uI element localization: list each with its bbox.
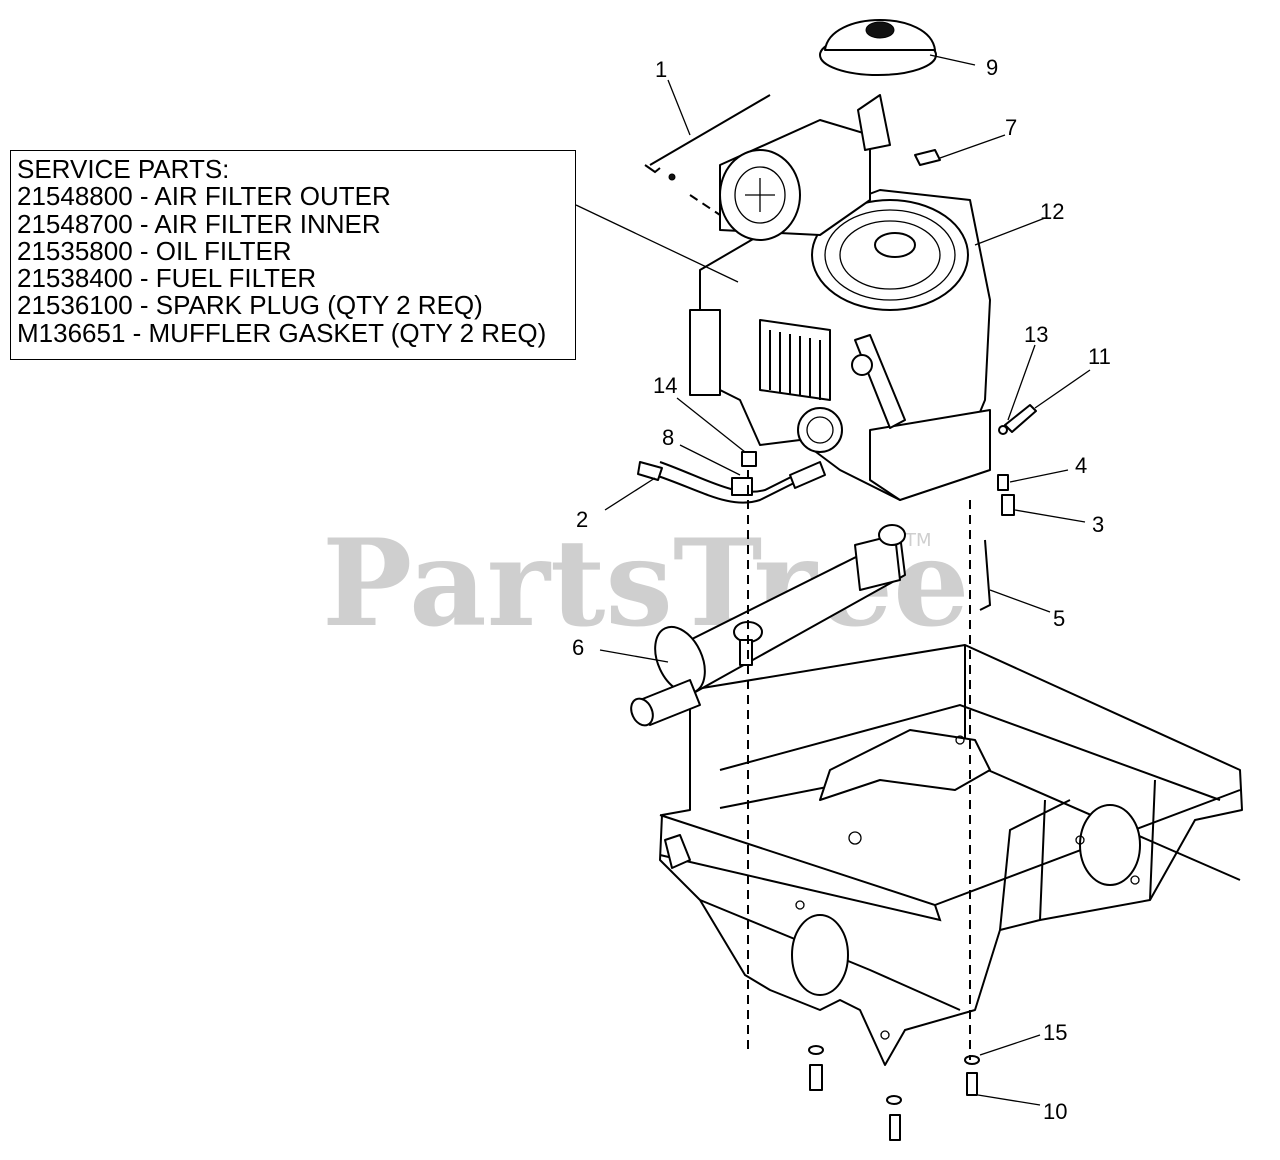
service-part-item: 21548700 - AIR FILTER INNER: [17, 208, 381, 239]
service-part-item: M136651 - MUFFLER GASKET (QTY 2 REQ): [17, 317, 547, 348]
service-part-item: 21535800 - OIL FILTER: [17, 235, 292, 266]
callout-1: 1: [655, 57, 667, 82]
callout-leaders: [599, 54, 1091, 1106]
callouts: 1 2 3 4 5 6 7 8 9 10 11 12 13 14 15: [572, 55, 1111, 1124]
air-cleaner: [719, 94, 891, 241]
callout-3: 3: [1092, 512, 1104, 537]
muffler: [630, 524, 906, 727]
hardware: [741, 404, 1037, 1141]
service-part-item: 21538400 - FUEL FILTER: [17, 263, 317, 294]
callout-14: 14: [653, 373, 677, 398]
service-part-item: 21536100 - SPARK PLUG (QTY 2 REQ): [17, 290, 483, 321]
callout-15: 15: [1043, 1020, 1067, 1045]
service-parts-title: SERVICE PARTS:: [17, 154, 230, 184]
assembly-lines: [689, 194, 971, 1060]
chassis-frame: [659, 644, 1243, 1066]
clip-part-7: [914, 149, 941, 166]
callout-5: 5: [1053, 606, 1065, 631]
callout-12: 12: [1040, 199, 1064, 224]
callout-8: 8: [662, 425, 674, 450]
service-part-item: 21548800 - AIR FILTER OUTER: [17, 181, 391, 212]
air-cleaner-cap: [819, 19, 937, 76]
callout-9: 9: [986, 55, 998, 80]
service-box-leader: [575, 204, 739, 283]
callout-4: 4: [1075, 453, 1087, 478]
callout-11: 11: [1088, 344, 1111, 369]
engine: [689, 189, 991, 501]
watermark-tm: TM: [904, 530, 932, 551]
callout-10: 10: [1043, 1099, 1067, 1124]
rod-part-1: [644, 94, 771, 181]
callout-13: 13: [1024, 322, 1048, 347]
callout-2: 2: [576, 507, 588, 532]
callout-6: 6: [572, 635, 584, 660]
fuel-line-part-2: [637, 461, 826, 504]
callout-7: 7: [1005, 115, 1017, 140]
service-parts-box: SERVICE PARTS: 21548800 - AIR FILTER OUT…: [10, 150, 576, 360]
